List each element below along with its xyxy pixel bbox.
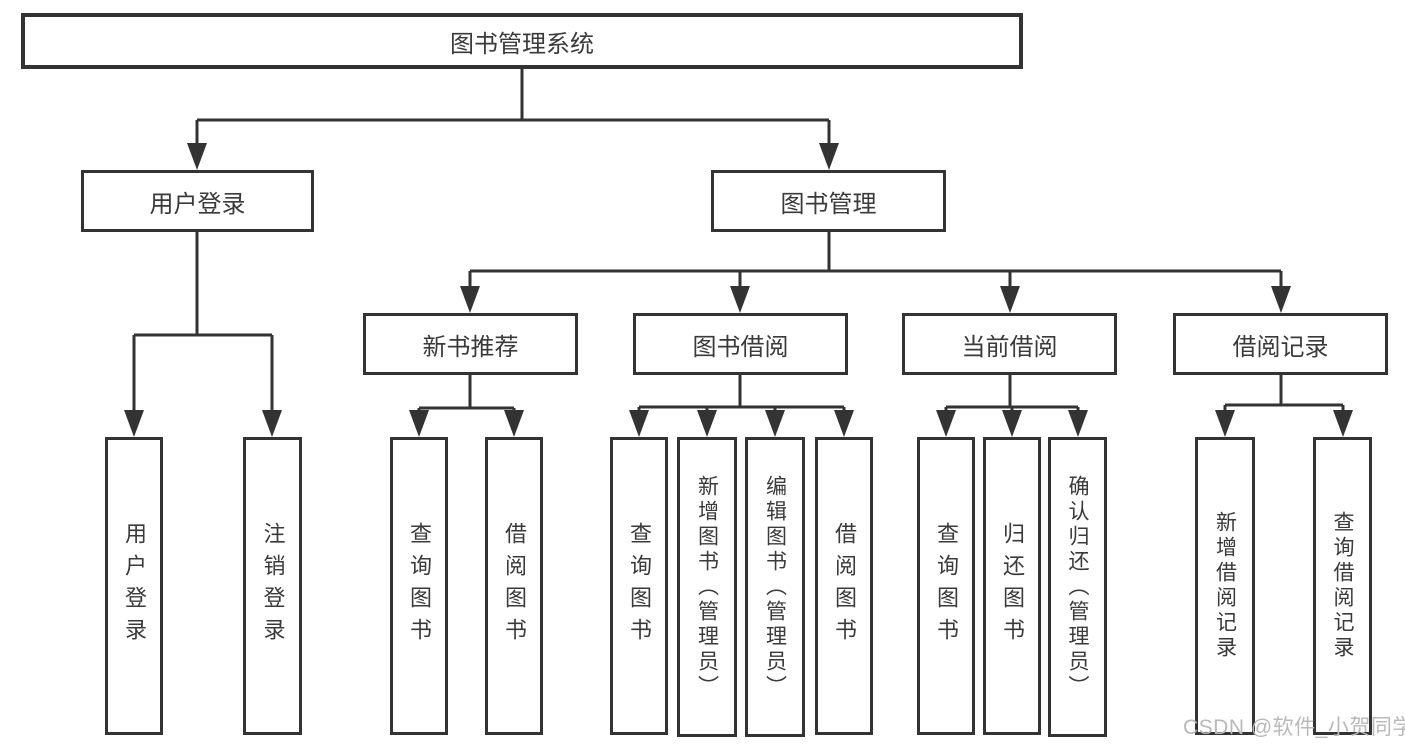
leaf-box-confirm-return-admin: 确认归还（管理员） xyxy=(1048,437,1107,737)
level3-label-book-borrow: 图书借阅 xyxy=(692,333,789,361)
leaf-box-edit-books-admin: 编辑图书（管理员） xyxy=(745,437,805,737)
leaf-label-query-books-2: 查询图书 xyxy=(627,522,652,650)
leaf-box-add-borrow-record: 新增借阅记录 xyxy=(1195,437,1255,735)
level3-box-current-borrow: 当前借阅 xyxy=(902,313,1117,375)
leaf-box-add-books-admin: 新增图书（管理员） xyxy=(677,437,737,737)
level2-box-user-login: 用户登录 xyxy=(81,170,314,232)
leaf-label-add-borrow-record: 新增借阅记录 xyxy=(1213,511,1237,661)
leaf-label-query-books-1: 查询图书 xyxy=(407,522,432,650)
level2-label-user-login: 用户登录 xyxy=(149,190,246,218)
leaf-label-add-books-admin: 新增图书（管理员） xyxy=(695,474,719,700)
leaf-box-return-books: 归还图书 xyxy=(983,437,1041,735)
root-box-library-management-system: 图书管理系统 xyxy=(21,13,1023,69)
level3-label-borrow-records: 借阅记录 xyxy=(1232,333,1329,361)
level2-label-book-management: 图书管理 xyxy=(780,190,877,218)
leaf-label-return-books: 归还图书 xyxy=(1000,522,1025,650)
root-label: 图书管理系统 xyxy=(450,30,594,58)
leaf-label-edit-books-admin: 编辑图书（管理员） xyxy=(763,474,787,700)
leaf-label-user-login: 用户登录 xyxy=(122,522,147,650)
leaf-box-query-books-1: 查询图书 xyxy=(390,437,448,735)
leaf-label-logout: 注销登录 xyxy=(260,522,286,650)
leaf-label-query-borrow-record: 查询借阅记录 xyxy=(1331,511,1354,661)
csdn-watermark: CSDN @软件_小贺同学 xyxy=(1183,716,1405,739)
leaf-box-query-books-3: 查询图书 xyxy=(917,437,975,735)
leaf-label-borrow-books-1: 借阅图书 xyxy=(502,522,527,650)
level3-label-new-book-recommend: 新书推荐 xyxy=(422,333,519,361)
leaf-box-logout: 注销登录 xyxy=(243,437,302,735)
level3-box-book-borrow: 图书借阅 xyxy=(633,313,848,375)
leaf-label-confirm-return-admin: 确认归还（管理员） xyxy=(1066,474,1089,700)
leaf-box-user-login: 用户登录 xyxy=(105,437,163,735)
leaf-box-query-books-2: 查询图书 xyxy=(610,437,668,735)
leaf-label-borrow-books-2: 借阅图书 xyxy=(832,522,857,650)
leaf-box-query-borrow-record: 查询借阅记录 xyxy=(1313,437,1372,735)
leaf-label-query-books-3: 查询图书 xyxy=(934,522,959,650)
level3-box-borrow-records: 借阅记录 xyxy=(1173,313,1388,375)
leaf-box-borrow-books-1: 借阅图书 xyxy=(485,437,543,735)
level3-box-new-book-recommend: 新书推荐 xyxy=(363,313,578,375)
level2-box-book-management: 图书管理 xyxy=(711,170,946,232)
leaf-box-borrow-books-2: 借阅图书 xyxy=(815,437,873,735)
level3-label-current-borrow: 当前借阅 xyxy=(961,333,1058,361)
